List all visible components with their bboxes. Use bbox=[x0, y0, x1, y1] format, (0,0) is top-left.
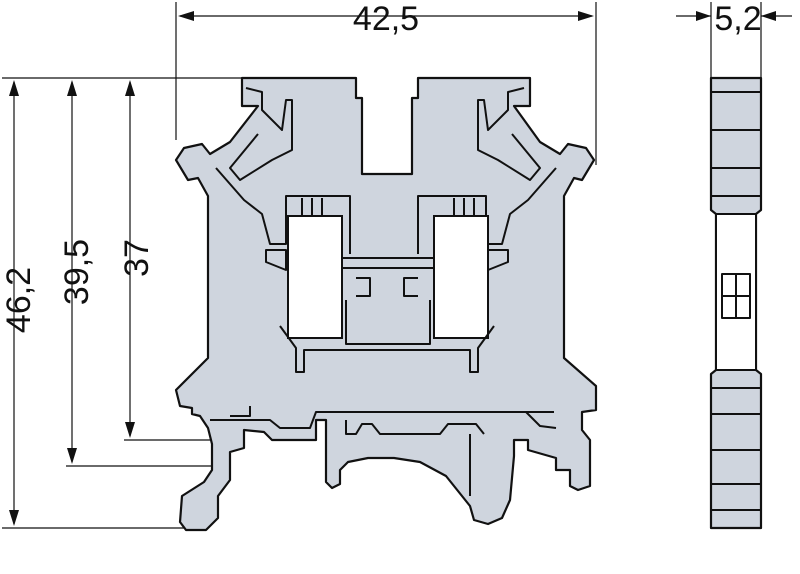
height-mid-label: 39,5 bbox=[58, 239, 96, 305]
width-front-label: 42,5 bbox=[353, 0, 419, 38]
left-screw-window bbox=[287, 215, 343, 339]
width-side-label: 5,2 bbox=[714, 0, 761, 38]
right-screw-window bbox=[433, 215, 489, 339]
dimension-lines bbox=[2, 2, 792, 529]
height-inner-label: 37 bbox=[118, 239, 156, 277]
terminal-front-view bbox=[174, 76, 598, 532]
height-total-label: 46,2 bbox=[0, 267, 38, 333]
terminal-side-view bbox=[709, 76, 763, 530]
